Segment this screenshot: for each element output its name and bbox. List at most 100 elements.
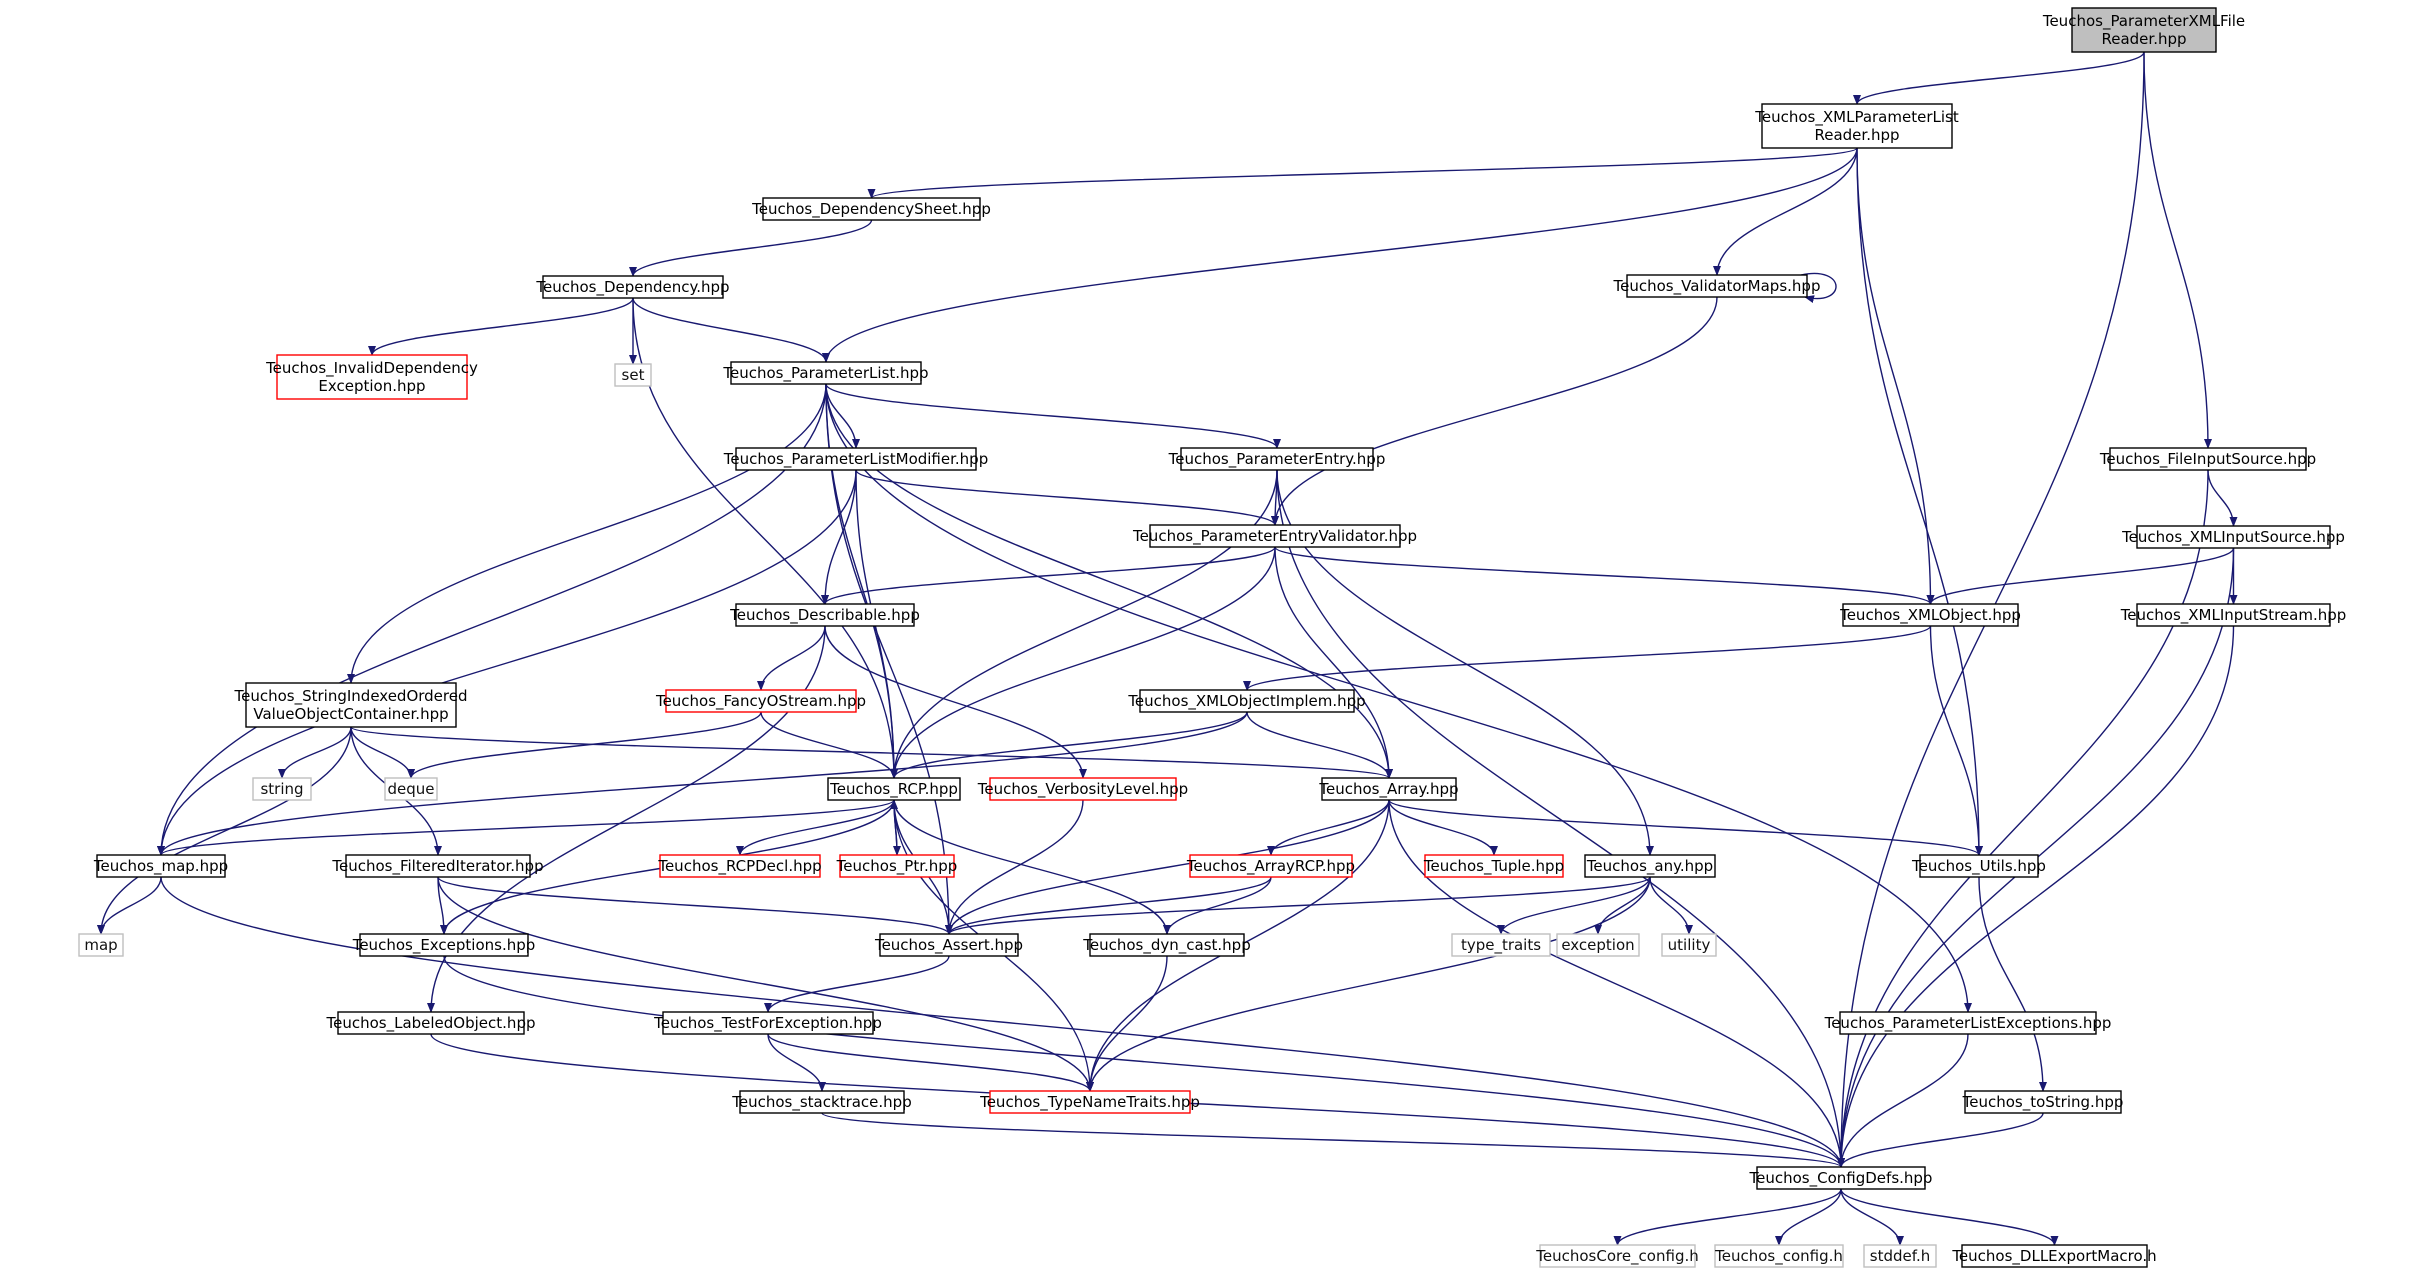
edge-rcp-to-rcpdecl bbox=[736, 799, 895, 856]
node-paramentry[interactable]: Teuchos_ParameterEntry.hpp bbox=[1168, 447, 1386, 471]
edge-validatormaps-to-validatormaps bbox=[1800, 272, 1837, 303]
node-arrayrcp[interactable]: Teuchos_ArrayRCP.hpp bbox=[1186, 854, 1355, 878]
node-label: Teuchos_DependencySheet.hpp bbox=[751, 200, 991, 219]
node-validatormaps[interactable]: Teuchos_ValidatorMaps.hpp bbox=[1613, 274, 1821, 298]
node-rcp[interactable]: Teuchos_RCP.hpp bbox=[827, 777, 961, 801]
node-box bbox=[345, 854, 531, 878]
node-testforexc[interactable]: Teuchos_TestForException.hpp bbox=[653, 1011, 882, 1035]
node-pevalidator[interactable]: Teuchos_ParameterEntryValidator.hpp bbox=[1132, 524, 1417, 548]
node-utils[interactable]: Teuchos_Utils.hpp bbox=[1911, 854, 2046, 878]
node-dllexport[interactable]: Teuchos_DLLExportMacro.h bbox=[1951, 1244, 2157, 1268]
node-plexceptions[interactable]: Teuchos_ParameterListExceptions.hpp bbox=[1824, 1011, 2112, 1035]
node-dyncast[interactable]: Teuchos_dyn_cast.hpp bbox=[1082, 933, 1251, 957]
node-filtered[interactable]: Teuchos_FilteredIterator.hpp bbox=[331, 854, 544, 878]
node-box bbox=[1584, 854, 1716, 878]
node-box bbox=[1626, 274, 1808, 298]
node-label: Teuchos_Dependency.hpp bbox=[535, 278, 729, 297]
node-label: Teuchos_FilteredIterator.hpp bbox=[331, 857, 543, 876]
node-label: Teuchos_ArrayRCP.hpp bbox=[1186, 857, 1355, 876]
node-type_traits[interactable]: type_traits bbox=[1451, 933, 1551, 957]
node-box bbox=[662, 1011, 874, 1035]
node-box bbox=[730, 361, 922, 385]
node-tostring[interactable]: Teuchos_toString.hpp bbox=[1962, 1090, 2124, 1114]
edge-plmodifier-to-describable bbox=[821, 469, 857, 605]
node-label: Reader.hpp bbox=[2101, 30, 2186, 48]
node-box bbox=[252, 777, 312, 801]
node-label: Teuchos_InvalidDependency bbox=[265, 359, 478, 378]
node-exceptions[interactable]: Teuchos_Exceptions.hpp bbox=[352, 933, 536, 957]
node-depsheet[interactable]: Teuchos_DependencySheet.hpp bbox=[751, 197, 991, 221]
node-stacktrace[interactable]: Teuchos_stacktrace.hpp bbox=[731, 1090, 912, 1114]
node-stddef[interactable]: stddef.h bbox=[1863, 1244, 1937, 1268]
node-verbosity[interactable]: Teuchos_VerbosityLevel.hpp bbox=[977, 777, 1188, 801]
node-xmlobjectimplem[interactable]: Teuchos_XMLObjectImplem.hpp bbox=[1127, 689, 1366, 713]
node-label: Teuchos_ValidatorMaps.hpp bbox=[1613, 277, 1821, 296]
node-label: Teuchos_XMLObjectImplem.hpp bbox=[1127, 692, 1365, 711]
node-box bbox=[735, 447, 977, 471]
node-set[interactable]: set bbox=[614, 363, 652, 387]
node-configdefs[interactable]: Teuchos_ConfigDefs.hpp bbox=[1749, 1166, 1933, 1190]
edge-paramentry-to-rcp bbox=[890, 469, 1278, 779]
edge-array-to-utils bbox=[1388, 799, 1983, 856]
node-label: Teuchos_ParameterEntry.hpp bbox=[1168, 450, 1386, 469]
node-box bbox=[96, 854, 226, 878]
node-xmlinputsource[interactable]: Teuchos_XMLInputSource.hpp bbox=[2121, 525, 2345, 549]
node-label: Teuchos_ParameterEntryValidator.hpp bbox=[1132, 527, 1417, 546]
node-box bbox=[78, 933, 124, 957]
edge-map_hpp-to-map bbox=[97, 876, 162, 935]
edge-pevalidator-to-rcp bbox=[890, 546, 1276, 779]
node-fancyostream[interactable]: Teuchos_FancyOStream.hpp bbox=[655, 689, 866, 713]
node-label: Teuchos_StringIndexedOrdered bbox=[234, 687, 468, 706]
node-label: Teuchos_XMLParameterList bbox=[1754, 108, 1959, 127]
edge-paramlist-to-paramentry bbox=[825, 383, 1281, 449]
node-map_hpp[interactable]: Teuchos_map.hpp bbox=[93, 854, 228, 878]
node-label: Teuchos_RCP.hpp bbox=[829, 780, 958, 799]
node-config[interactable]: Teuchos_config.h bbox=[1714, 1244, 1844, 1268]
node-any[interactable]: Teuchos_any.hpp bbox=[1584, 854, 1716, 878]
edge-pevalidator-to-array bbox=[1274, 546, 1393, 779]
edge-paramlist-to-stringindexed bbox=[347, 383, 827, 684]
node-label: Teuchos_Ptr.hpp bbox=[836, 857, 958, 876]
node-box bbox=[1961, 1244, 2148, 1268]
node-deque[interactable]: deque bbox=[384, 777, 438, 801]
node-rcpdecl[interactable]: Teuchos_RCPDecl.hpp bbox=[657, 854, 822, 878]
node-plmodifier[interactable]: Teuchos_ParameterListModifier.hpp bbox=[723, 447, 988, 471]
node-coreconfig[interactable]: TeuchosCore_config.h bbox=[1535, 1244, 1699, 1268]
nodes-layer: Teuchos_ParameterXMLFileReader.hppTeucho… bbox=[78, 7, 2347, 1268]
node-fileinput[interactable]: Teuchos_FileInputSource.hpp bbox=[2099, 447, 2316, 471]
edge-pevalidator-to-xmlobject bbox=[1274, 546, 1935, 605]
node-box bbox=[337, 1011, 525, 1035]
edge-verbosity-to-assert bbox=[945, 799, 1084, 935]
node-array[interactable]: Teuchos_Array.hpp bbox=[1318, 777, 1459, 801]
edge-dependency-to-invaliddep bbox=[368, 297, 634, 356]
node-box bbox=[1189, 854, 1353, 878]
node-tuple[interactable]: Teuchos_Tuple.hpp bbox=[1423, 854, 1564, 878]
edge-fancyostream-to-rcp bbox=[760, 711, 898, 779]
edge-array-to-configdefs bbox=[1388, 799, 1845, 1168]
node-xmlobject[interactable]: Teuchos_XMLObject.hpp bbox=[1839, 603, 2021, 627]
node-ptr[interactable]: Teuchos_Ptr.hpp bbox=[836, 854, 958, 878]
node-label: Teuchos_Assert.hpp bbox=[874, 936, 1023, 955]
node-xmlinputstream[interactable]: Teuchos_XMLInputStream.hpp bbox=[2120, 603, 2347, 627]
node-label: Exception.hpp bbox=[318, 377, 425, 395]
node-dependency[interactable]: Teuchos_Dependency.hpp bbox=[535, 275, 730, 299]
node-paramlist[interactable]: Teuchos_ParameterList.hpp bbox=[722, 361, 929, 385]
edge-pevalidator-to-describable bbox=[821, 546, 1276, 605]
node-labeled[interactable]: Teuchos_LabeledObject.hpp bbox=[326, 1011, 536, 1035]
node-box bbox=[879, 933, 1019, 957]
node-assert[interactable]: Teuchos_Assert.hpp bbox=[874, 933, 1023, 957]
node-stringindexed[interactable]: Teuchos_StringIndexedOrderedValueObjectC… bbox=[234, 682, 468, 728]
node-label: Teuchos_ParameterList.hpp bbox=[722, 364, 928, 383]
node-box bbox=[614, 363, 652, 387]
node-string[interactable]: string bbox=[252, 777, 312, 801]
node-describable[interactable]: Teuchos_Describable.hpp bbox=[729, 603, 920, 627]
node-map[interactable]: map bbox=[78, 933, 124, 957]
node-label: string bbox=[260, 780, 303, 798]
node-typenametraits[interactable]: Teuchos_TypeNameTraits.hpp bbox=[979, 1090, 1200, 1114]
node-utility[interactable]: utility bbox=[1661, 933, 1717, 957]
node-exception[interactable]: exception bbox=[1556, 933, 1640, 957]
edge-plmodifier-to-map_hpp bbox=[157, 469, 857, 856]
